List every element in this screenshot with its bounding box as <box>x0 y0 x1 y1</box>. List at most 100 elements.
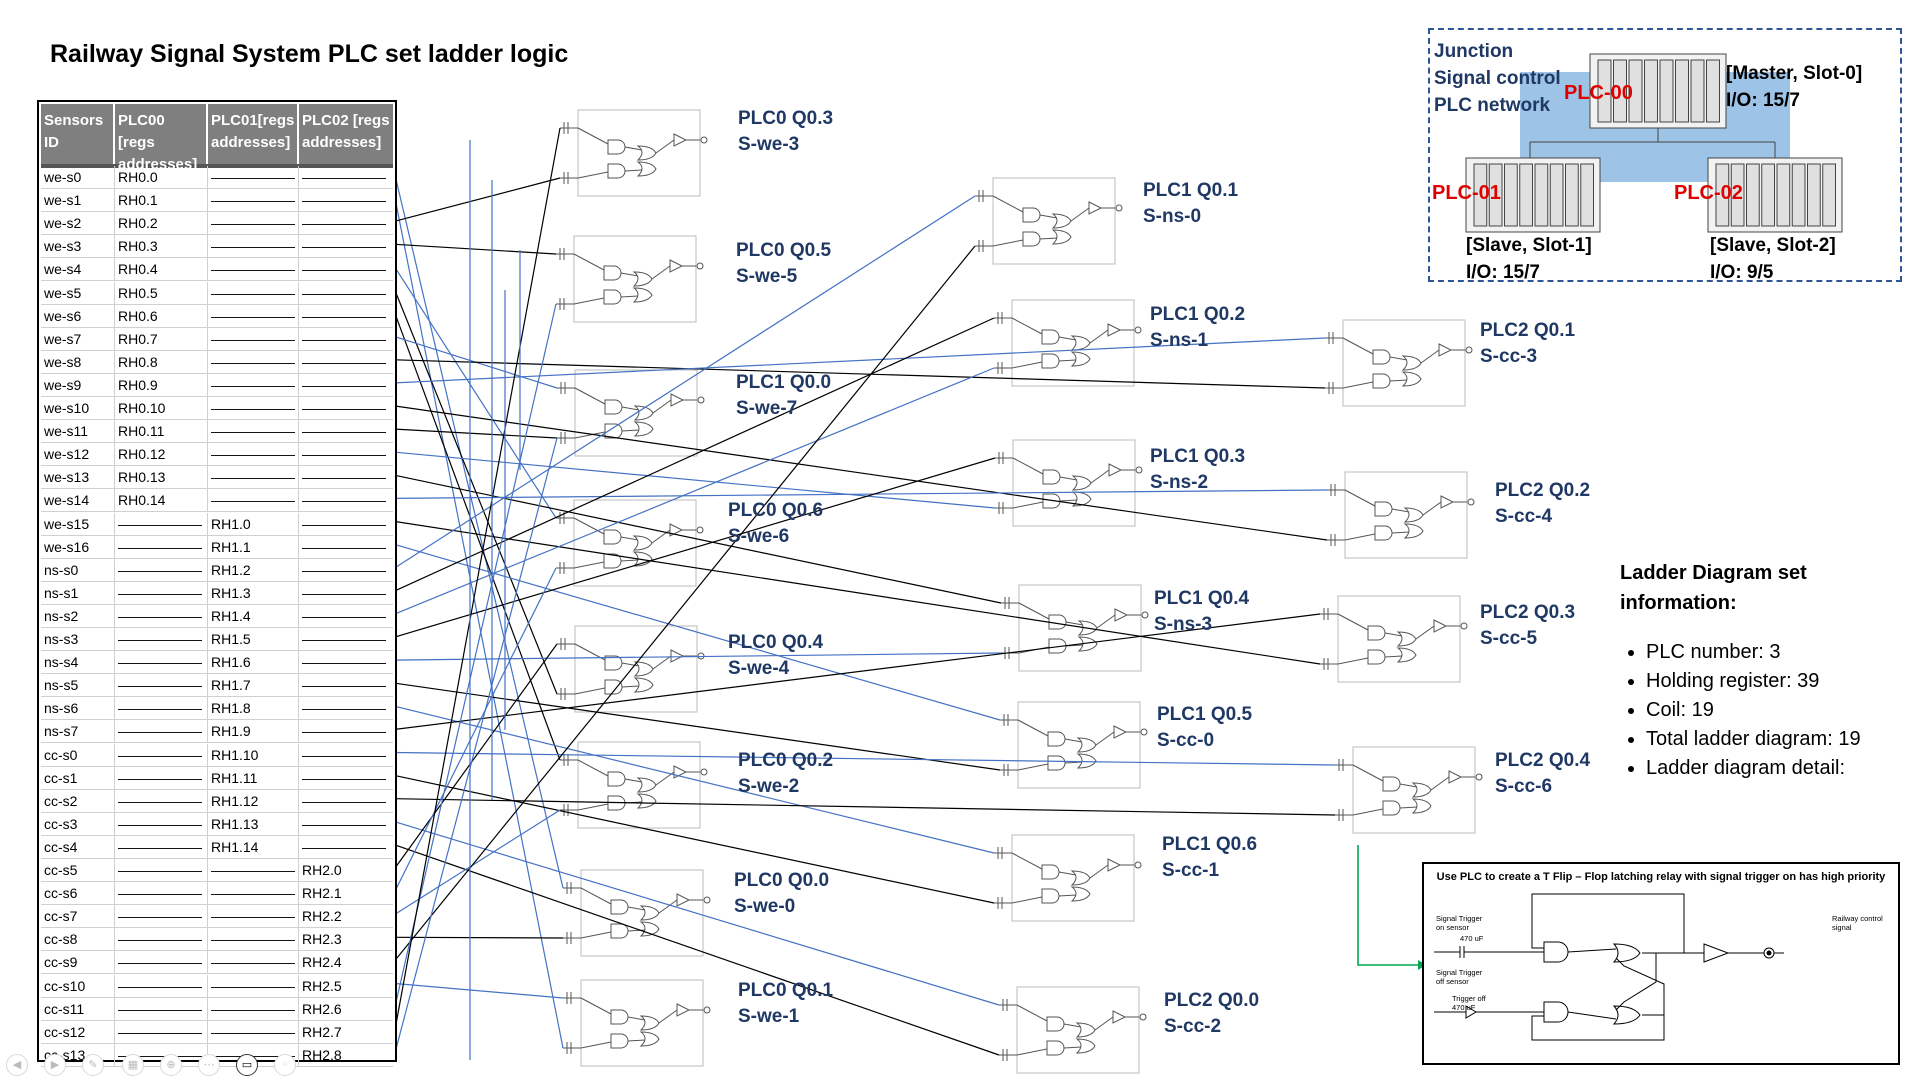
register-cell: RH1.5 <box>208 628 299 651</box>
toolbar-slides-icon[interactable]: ▦ <box>122 1054 144 1076</box>
ladder-signal-name: S-cc-4 <box>1495 506 1553 527</box>
ladder-block-symbol <box>999 986 1147 1074</box>
register-cell: —————— <box>302 261 386 278</box>
table-row: cc-s4——————RH1.14—————— <box>41 835 393 859</box>
connection-wire <box>394 936 564 939</box>
toolbar-options-icon[interactable]: ◦ <box>274 1054 296 1076</box>
ladder-signal-name: S-ns-0 <box>1143 206 1202 227</box>
sensor-table: Sensors ID PLC00 [regs addresses] PLC01[… <box>37 100 397 1067</box>
register-cell: RH1.13 <box>208 812 299 835</box>
master-io: I/O: 15/7 <box>1726 90 1800 111</box>
connection-wire <box>394 821 1000 1006</box>
register-cell: RH2.2 <box>302 908 342 925</box>
info-item: Total ladder diagram: 19 <box>1646 725 1910 754</box>
register-cell: RH0.14 <box>115 489 208 512</box>
register-cell: —————— <box>302 423 386 440</box>
register-cell: RH0.5 <box>115 281 208 304</box>
register-cell: RH0.1 <box>115 189 208 212</box>
register-cell: —————— <box>208 327 299 350</box>
table-row: cc-s6————————————RH2.1 <box>41 882 393 906</box>
register-cell: —————— <box>302 446 386 463</box>
toolbar-camera-icon[interactable]: ▭ <box>236 1054 258 1076</box>
register-cell: —————— <box>115 581 208 604</box>
ladder-signal-name: S-cc-5 <box>1480 628 1538 649</box>
ladder-signal-name: S-cc-3 <box>1480 346 1538 367</box>
connection-wire <box>394 520 1321 665</box>
cap-on-label: 470 uF <box>1460 934 1484 943</box>
connection-wire <box>394 682 1001 771</box>
toolbar-pen-icon[interactable]: ✎ <box>82 1054 104 1076</box>
register-cell: —————— <box>208 443 299 466</box>
sensor-id-cell: ns-s0 <box>41 558 115 581</box>
table-row: cc-s2——————RH1.12—————— <box>41 789 393 813</box>
ladder-signal-name: S-cc-0 <box>1157 730 1215 751</box>
ladder-block-symbol <box>557 369 705 457</box>
header-sensor-id: Sensors ID <box>41 104 115 164</box>
output-buffer-icon <box>1703 943 1730 963</box>
toolbar-back-icon[interactable]: ◀ <box>6 1054 28 1076</box>
ladder-output-address: PLC2 Q0.3 <box>1480 602 1576 623</box>
table-row: we-s15——————RH1.0—————— <box>41 512 393 536</box>
register-cell: —————— <box>302 330 386 347</box>
sensor-id-cell: ns-s3 <box>41 628 115 651</box>
connection-wire <box>394 317 995 592</box>
table-row: cc-s8————————————RH2.3 <box>41 928 393 952</box>
register-cell: —————— <box>208 166 299 189</box>
table-row: cc-s10————————————RH2.5 <box>41 974 393 998</box>
register-cell: —————— <box>115 720 208 743</box>
slave2-slot: [Slave, Slot-2] <box>1710 235 1836 256</box>
sensor-id-cell: cc-s6 <box>41 882 115 905</box>
sensor-id-cell: we-s14 <box>41 489 115 512</box>
register-cell: —————— <box>302 769 386 786</box>
ladder-signal-name: S-we-6 <box>728 526 790 547</box>
register-cell: —————— <box>208 235 299 258</box>
register-cell: —————— <box>208 928 299 951</box>
register-cell: —————— <box>208 466 299 489</box>
sensor-id-cell: ns-s1 <box>41 581 115 604</box>
ladder-output-address: PLC2 Q0.4 <box>1495 750 1591 771</box>
table-row: cc-s5————————————RH2.0 <box>41 859 393 883</box>
toolbar-zoom-icon[interactable]: ⊕ <box>160 1054 182 1076</box>
toolbar-forward-icon[interactable]: ▶ <box>44 1054 66 1076</box>
info-item: PLC number: 3 <box>1646 638 1910 667</box>
ladder-signal-name: S-we-7 <box>736 398 798 419</box>
sensor-id-cell: we-s16 <box>41 535 115 558</box>
table-row: ns-s4——————RH1.6—————— <box>41 651 393 675</box>
ladder-output-address: PLC1 Q0.1 <box>1143 180 1239 201</box>
sensor-id-cell: we-s15 <box>41 512 115 535</box>
register-cell: RH0.4 <box>115 258 208 281</box>
ladder-block-symbol <box>995 439 1143 527</box>
plc-network-box: Junction Signal control PLC network PLC-… <box>1428 28 1902 283</box>
ladder-signal-name: S-cc-1 <box>1162 860 1220 881</box>
sensor-id-cell: cc-s11 <box>41 997 115 1020</box>
nor-gate-icon <box>1612 1005 1641 1025</box>
register-cell: —————— <box>302 215 386 232</box>
ladder-output-address: PLC1 Q0.0 <box>736 372 832 393</box>
connection-wire <box>394 643 558 869</box>
ladder-output-address: PLC0 Q0.4 <box>728 632 824 653</box>
sensor-id-cell: cc-s0 <box>41 743 115 766</box>
connection-wire <box>394 775 995 904</box>
ladder-output-address: PLC0 Q0.1 <box>738 980 834 1001</box>
sensor-id-cell: cc-s3 <box>41 812 115 835</box>
register-cell: —————— <box>115 974 208 997</box>
ladder-block-symbol <box>557 625 705 713</box>
register-cell: RH1.11 <box>208 766 299 789</box>
register-cell: —————— <box>302 584 386 601</box>
sensor-id-cell: we-s6 <box>41 304 115 327</box>
ladder-output-address: PLC2 Q0.0 <box>1164 990 1260 1011</box>
register-cell: —————— <box>302 631 386 647</box>
toolbar-more-icon[interactable]: ⋯ <box>198 1054 220 1076</box>
register-cell: —————— <box>302 538 386 555</box>
sensor-id-cell: we-s9 <box>41 373 115 396</box>
plc-01-label: PLC-01 <box>1432 182 1501 204</box>
register-cell: —————— <box>208 859 299 882</box>
register-cell: RH0.13 <box>115 466 208 489</box>
register-cell: —————— <box>208 189 299 212</box>
